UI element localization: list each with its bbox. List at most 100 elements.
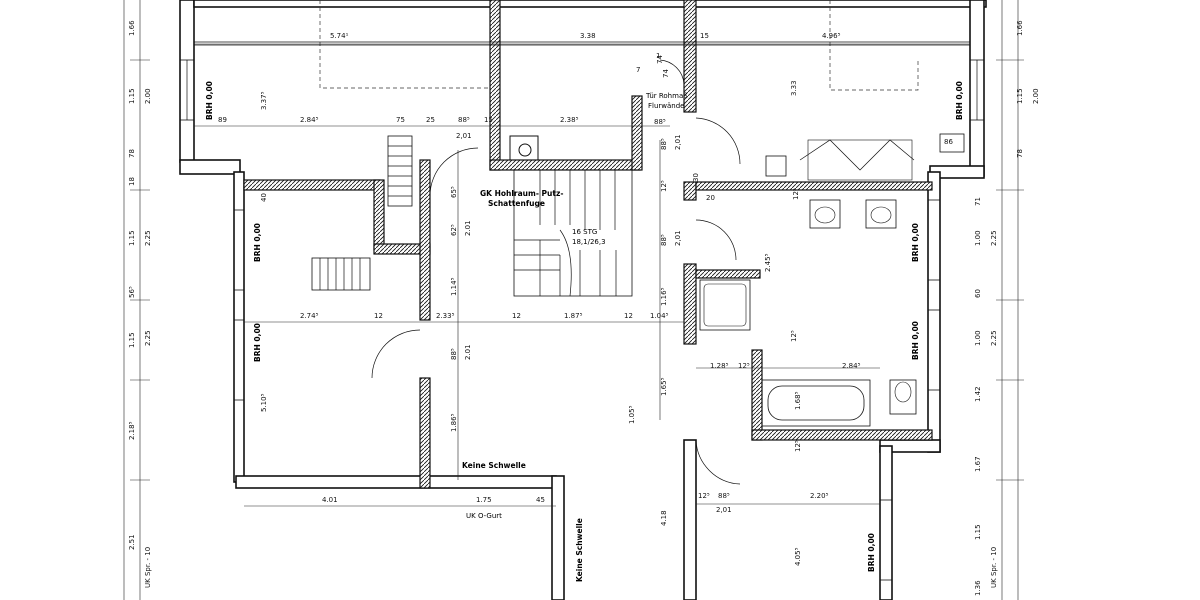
- rm-o-0: 1.66: [1016, 20, 1024, 36]
- dim-mid-274: 2.74⁵: [300, 312, 319, 320]
- vdim-40: 40: [260, 193, 268, 202]
- label-brh-br: BRH 0,00: [867, 533, 876, 572]
- wall-top-left: [193, 0, 691, 8]
- label-uk-gurt: UK O-Gurt: [466, 512, 502, 520]
- wall-top-mid: [683, 0, 697, 113]
- lm-o-4: 1.15: [128, 230, 136, 246]
- label-gk-2: Schattenfuge: [488, 199, 545, 208]
- wall-bottom-middle: [683, 439, 697, 600]
- wall-left-main: [233, 171, 245, 483]
- bathroom-fixtures: [509, 133, 965, 427]
- dim-top-4: 4.96⁵: [822, 32, 841, 40]
- label-stair-1: 16 STG: [572, 228, 597, 236]
- dim-bot-45: 45: [536, 496, 545, 504]
- wall-corridor-left-low: [419, 377, 431, 489]
- vdim-116: 1.16⁵: [660, 287, 668, 306]
- vdim-245: 2.45⁵: [764, 253, 772, 272]
- vdim-418: 4.18: [660, 510, 668, 526]
- window-frames: [179, 59, 985, 581]
- rm-o-2: 78: [1016, 149, 1024, 158]
- dim-mid-12a: 12: [374, 312, 383, 320]
- vdim-20: 20: [706, 194, 715, 202]
- dim-bath-128: 1.28⁵: [710, 362, 729, 370]
- dim-bath-12: 12⁵: [738, 362, 750, 370]
- rm-o-1: 1.15: [1016, 88, 1024, 104]
- label-keine-schwelle-2: Keine Schwelle: [575, 518, 584, 582]
- dim-rb-220: 2.20⁵: [810, 492, 829, 500]
- label-keine-schwelle-1: Keine Schwelle: [462, 461, 526, 470]
- lm-o-7: 2.18⁵: [128, 421, 136, 440]
- dim-bath-284: 2.84⁵: [842, 362, 861, 370]
- wall-shower-left: [683, 263, 697, 345]
- vdim-165: 1.65⁵: [660, 377, 668, 396]
- dim-r2-25: 25: [426, 116, 435, 124]
- left-margin-dims: 1.66 1.15 78 18 1.15 56⁵ 1.15 2.18⁵ 2.51…: [128, 20, 152, 588]
- right-margin-dims: 71 1.00 60 1.00 1.42 1.67 1.15 1.36 1.66…: [974, 20, 1040, 596]
- rm-o-5: 2.25: [990, 330, 998, 346]
- lm-i-2: 2.25: [144, 330, 152, 346]
- wall-stair2-left: [373, 179, 385, 251]
- wall-left-step: [179, 159, 241, 175]
- rm-o-3: 2.00: [1032, 88, 1040, 104]
- vdim-201c: 2.01: [464, 220, 472, 236]
- wall-stair-left: [489, 0, 501, 171]
- interior-walls: [243, 0, 933, 489]
- vdim-201d: 2.01: [464, 344, 472, 360]
- vertical-dimension-texts: 3.37⁵ 3.33 74 74 7 1 88⁵ 2,01 88⁵ 2,01 6…: [260, 52, 953, 566]
- lm-o-2: 78: [128, 149, 136, 158]
- label-stair-2: 18,1/26,3: [572, 238, 606, 246]
- vdim-86: 86: [944, 138, 953, 146]
- dim-mid-12b: 12: [512, 312, 521, 320]
- dim-r2-238: 2.38⁵: [560, 116, 579, 124]
- dim-top-1: 5.74¹: [330, 32, 349, 40]
- lm-o-3: 18: [128, 177, 136, 186]
- lm-i-0: 2.00: [144, 88, 152, 104]
- dim-r2-89: 89: [218, 116, 227, 124]
- dim-mid-12c: 12: [624, 312, 633, 320]
- vdim-405: 4.05⁵: [794, 547, 802, 566]
- wall-bottom-left-return: [551, 475, 565, 600]
- ceiling-lines: [194, 0, 970, 91]
- room-labels: BRH 0,00 BRH 0,00 BRH 0,00 BRH 0,00 BRH …: [205, 81, 964, 582]
- wall-right-corr-1: [683, 181, 697, 201]
- shower-tray: [699, 279, 751, 331]
- wall-stair-top: [489, 159, 641, 171]
- vdim-74b: 74: [662, 69, 670, 78]
- vdim-201b: 2,01: [674, 230, 682, 246]
- secondary-staircase: [311, 135, 413, 291]
- dim-r2-88a: 88⁵: [458, 116, 470, 124]
- dim-bot-401: 4.01: [322, 496, 338, 504]
- lm-o-0: 1.66: [128, 20, 136, 36]
- washbasin-2: [865, 199, 897, 229]
- dim-mid-104: 1.04⁵: [650, 312, 669, 320]
- wall-corridor-left: [419, 159, 431, 321]
- vdim-1: 1: [656, 52, 660, 60]
- label-brh-r2: BRH 0,00: [911, 321, 920, 360]
- wall-right-bottom: [879, 445, 893, 600]
- lm-o-6: 1.15: [128, 332, 136, 348]
- dim-r2-15: 15: [484, 116, 493, 124]
- wall-right-main: [927, 171, 941, 453]
- lm-uk: UK Spr. - 10: [144, 547, 152, 588]
- dim-bot-175: 1.75: [476, 496, 492, 504]
- vdim-62: 62⁵: [450, 224, 458, 236]
- vdim-65: 65⁵: [450, 186, 458, 198]
- label-brh-l1: BRH 0,00: [253, 223, 262, 262]
- lm-o-8: 2.51: [128, 534, 136, 550]
- toilet: [889, 379, 917, 415]
- vdim-510: 5.10⁵: [260, 393, 268, 412]
- rm-i-7: 1.36: [974, 580, 982, 596]
- rm-i-4: 1.42: [974, 386, 982, 402]
- vdim-88b: 88⁵: [660, 234, 668, 246]
- dim-r2-284: 2.84⁵: [300, 116, 319, 124]
- dimension-texts: 5.74¹ 3.38 15 4.96⁵ 89 2.84⁵ 75 25 88⁵ 2…: [218, 32, 861, 514]
- wall-top-right: [689, 0, 987, 8]
- bathtub: [761, 379, 871, 427]
- vdim-74a: 74: [656, 55, 664, 64]
- wall-room-left-top: [243, 179, 381, 191]
- label-brh-l2: BRH 0,00: [253, 323, 262, 362]
- rm-uk: UK Spr. - 10: [990, 547, 998, 588]
- dimension-lines: [123, 0, 1024, 600]
- wall-bath-top: [695, 181, 933, 191]
